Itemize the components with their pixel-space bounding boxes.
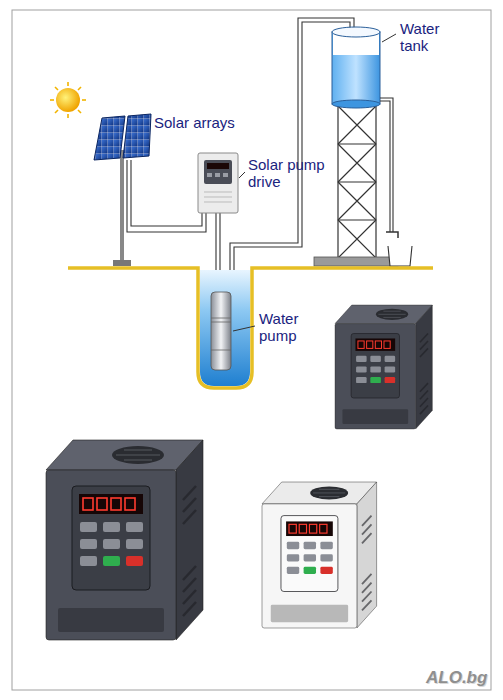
part-label: Water tank bbox=[400, 20, 460, 55]
part-label: Solar arrays bbox=[154, 114, 235, 131]
part-label: Solar pump drive bbox=[248, 156, 344, 191]
watermark: ALO.bg bbox=[426, 668, 487, 688]
part-label: Water pump bbox=[259, 310, 319, 345]
